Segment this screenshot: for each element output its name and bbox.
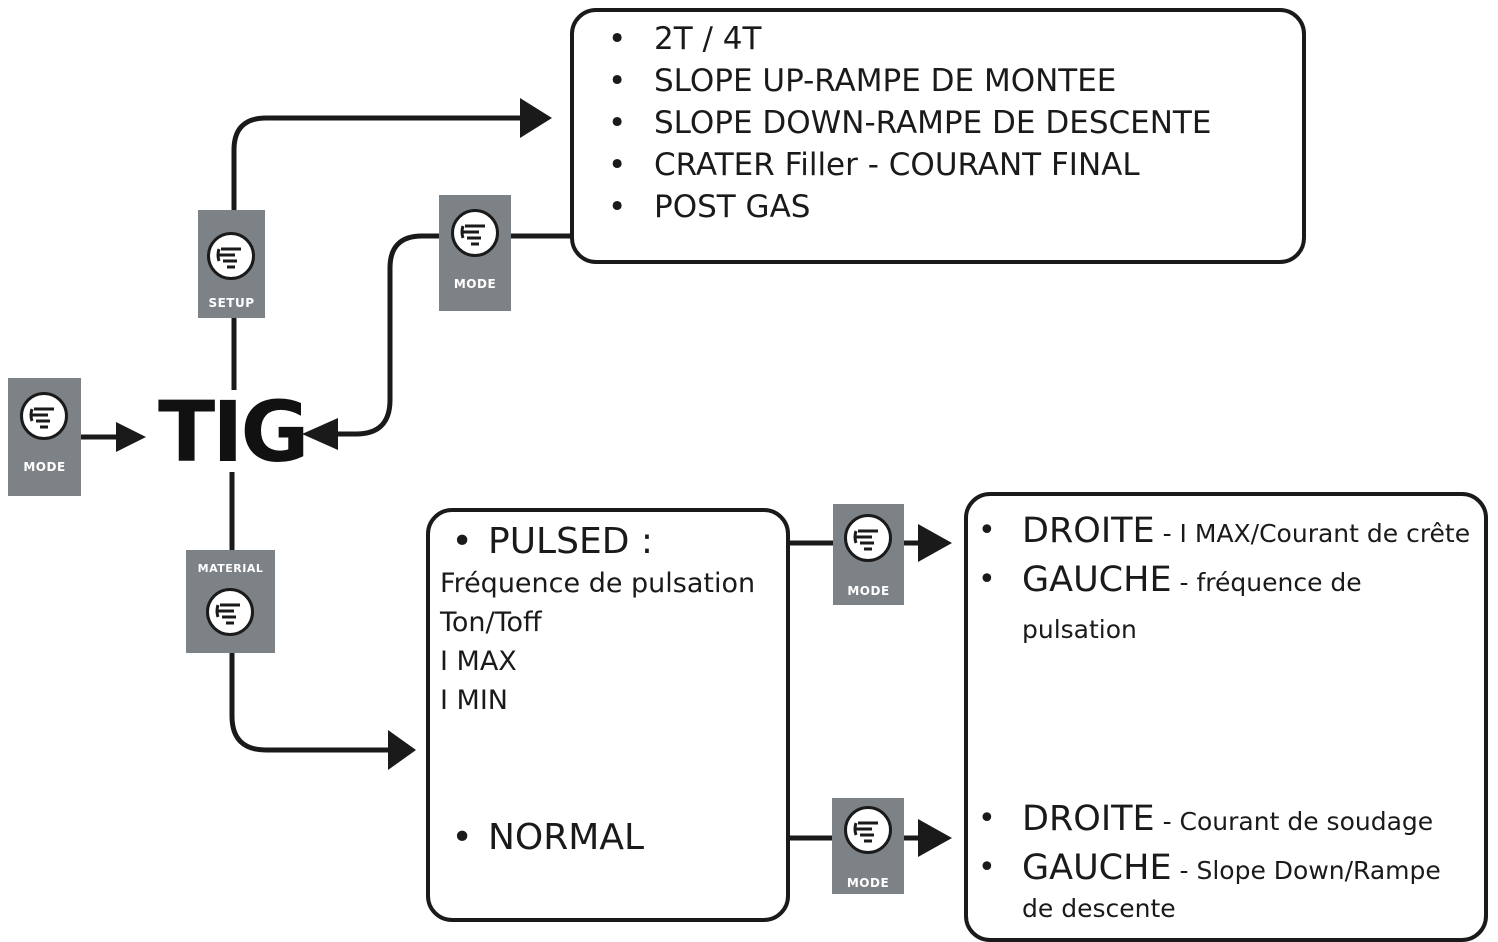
- pulsed-param: I MAX: [440, 646, 517, 677]
- normal-result-list: DROITE - Courant de soudage GAUCHE - Slo…: [978, 796, 1441, 924]
- pulsed-right-key: DROITE: [1022, 511, 1155, 551]
- pulsed-left-desc-cont: pulsation: [1022, 615, 1137, 644]
- normal-left-desc: - Slope Down/Rampe: [1171, 856, 1441, 885]
- mode-button-label: MODE: [847, 584, 890, 598]
- normal-left-key: GAUCHE: [1022, 848, 1172, 888]
- pulsed-params: Fréquence de pulsation Ton/Toff I MAX I …: [440, 564, 755, 720]
- pulsed-result-list: DROITE - I MAX/Courant de crête GAUCHE -…: [978, 508, 1470, 648]
- mode-button-label: MODE: [23, 460, 66, 474]
- pulsed-param: Fréquence de pulsation: [440, 568, 756, 599]
- setup-option: SLOPE DOWN-RAMPE DE DESCENTE: [576, 102, 1211, 144]
- setup-option: POST GAS: [576, 186, 1211, 228]
- arrow-to-normal-result: [918, 819, 952, 857]
- mode-button-normal[interactable]: MODE: [832, 798, 904, 894]
- pulsed-param: Ton/Toff: [440, 607, 542, 638]
- setup-option: SLOPE UP-RAMPE DE MONTEE: [576, 60, 1211, 102]
- pulsed-left-desc: - fréquence de: [1171, 568, 1362, 597]
- mode-button-label: MODE: [846, 876, 890, 890]
- pulsed-label: PULSED :: [488, 521, 654, 562]
- normal-option: •NORMAL: [440, 817, 645, 858]
- pulsed-right-row: DROITE - I MAX/Courant de crête: [978, 508, 1470, 557]
- normal-right-desc: - Courant de soudage: [1154, 807, 1434, 836]
- setup-option: 2T / 4T: [576, 18, 1211, 60]
- setup-option: CRATER Filler - COURANT FINAL: [576, 144, 1211, 186]
- hand-pointer-icon: [844, 514, 892, 562]
- arrow-to-pulsed-result: [918, 524, 952, 562]
- hand-pointer-icon: [207, 232, 255, 280]
- mode-button-setup-return[interactable]: MODE: [439, 195, 511, 311]
- hand-pointer-icon: [844, 806, 892, 854]
- material-options-box: [426, 508, 790, 922]
- mode-button-label: MODE: [453, 277, 497, 291]
- pulsed-left-row: GAUCHE - fréquence de: [978, 557, 1470, 606]
- pulsed-left-key: GAUCHE: [1022, 560, 1172, 600]
- pulsed-option: •PULSED :: [440, 521, 654, 562]
- setup-button[interactable]: SETUP: [198, 210, 265, 318]
- setup-options-list: 2T / 4T SLOPE UP-RAMPE DE MONTEE SLOPE D…: [576, 18, 1211, 228]
- normal-right-key: DROITE: [1022, 799, 1155, 839]
- hand-pointer-icon: [206, 588, 254, 636]
- arrow-to-setup-box: [520, 98, 552, 138]
- normal-right-row: DROITE - Courant de soudage: [978, 796, 1441, 845]
- arrow-to-material-box: [388, 730, 416, 770]
- normal-left-desc-cont: de descente: [1022, 894, 1176, 923]
- tig-label: TIG: [158, 383, 309, 481]
- arrow-to-tig: [302, 418, 338, 450]
- material-button-label: MATERIAL: [197, 562, 264, 575]
- mode-button-pulsed[interactable]: MODE: [833, 504, 904, 605]
- arrow-mode-to-tig: [116, 422, 146, 452]
- setup-button-label: SETUP: [208, 296, 255, 310]
- material-button[interactable]: MATERIAL: [186, 550, 275, 653]
- mode-button-main[interactable]: MODE: [8, 378, 81, 496]
- normal-label: NORMAL: [488, 817, 645, 858]
- hand-pointer-icon: [451, 209, 499, 257]
- pulsed-right-desc: - I MAX/Courant de crête: [1154, 519, 1471, 548]
- hand-pointer-icon: [20, 392, 68, 440]
- normal-left-row: GAUCHE - Slope Down/Rampe: [978, 845, 1441, 894]
- pulsed-param: I MIN: [440, 685, 509, 716]
